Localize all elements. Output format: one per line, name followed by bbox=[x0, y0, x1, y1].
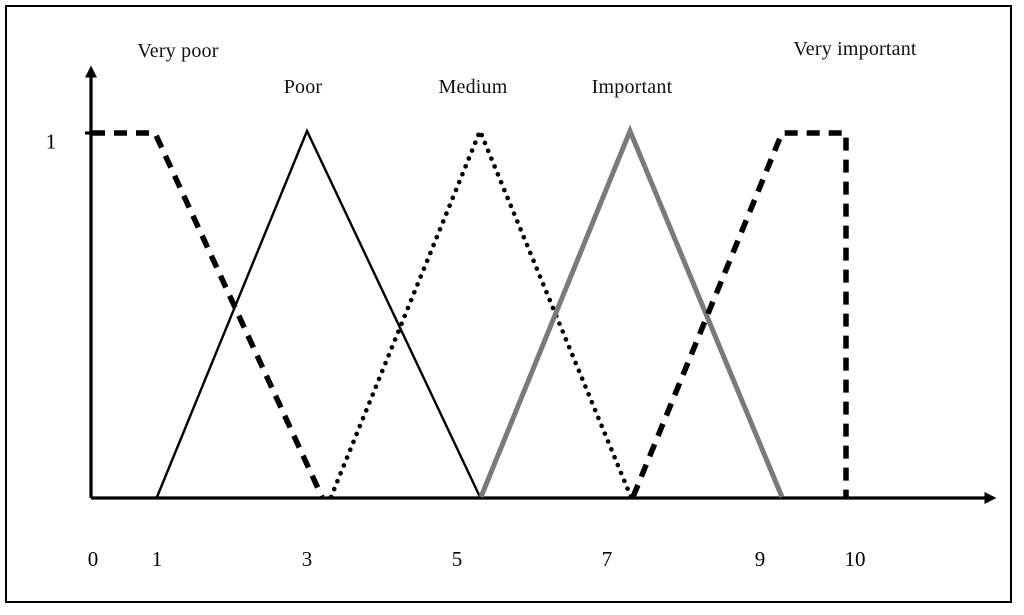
y-axis-label-1: 1 bbox=[45, 129, 57, 154]
x-tick-label-7: 7 bbox=[601, 547, 613, 571]
curve-label-poor: Poor bbox=[283, 76, 323, 98]
curve-label-very-important: Very important bbox=[793, 38, 917, 60]
x-tick-label-9: 9 bbox=[754, 547, 766, 571]
x-tick-label-3: 3 bbox=[301, 547, 313, 571]
series-very-poor-curve bbox=[92, 130, 325, 499]
curve-label-medium: Medium bbox=[438, 76, 508, 98]
x-tick-label-1: 1 bbox=[151, 547, 163, 571]
series-important-curve bbox=[478, 124, 785, 498]
x-tick-label-10: 10 bbox=[844, 547, 866, 571]
x-tick-label-0: 0 bbox=[87, 547, 99, 571]
series-poor-curve bbox=[155, 128, 482, 498]
series-medium-curve bbox=[328, 124, 634, 500]
curve-label-important: Important bbox=[591, 76, 673, 98]
curve-label-very-poor: Very poor bbox=[137, 40, 219, 62]
x-tick-label-5: 5 bbox=[451, 547, 463, 571]
series-very-important-curve bbox=[630, 130, 849, 499]
